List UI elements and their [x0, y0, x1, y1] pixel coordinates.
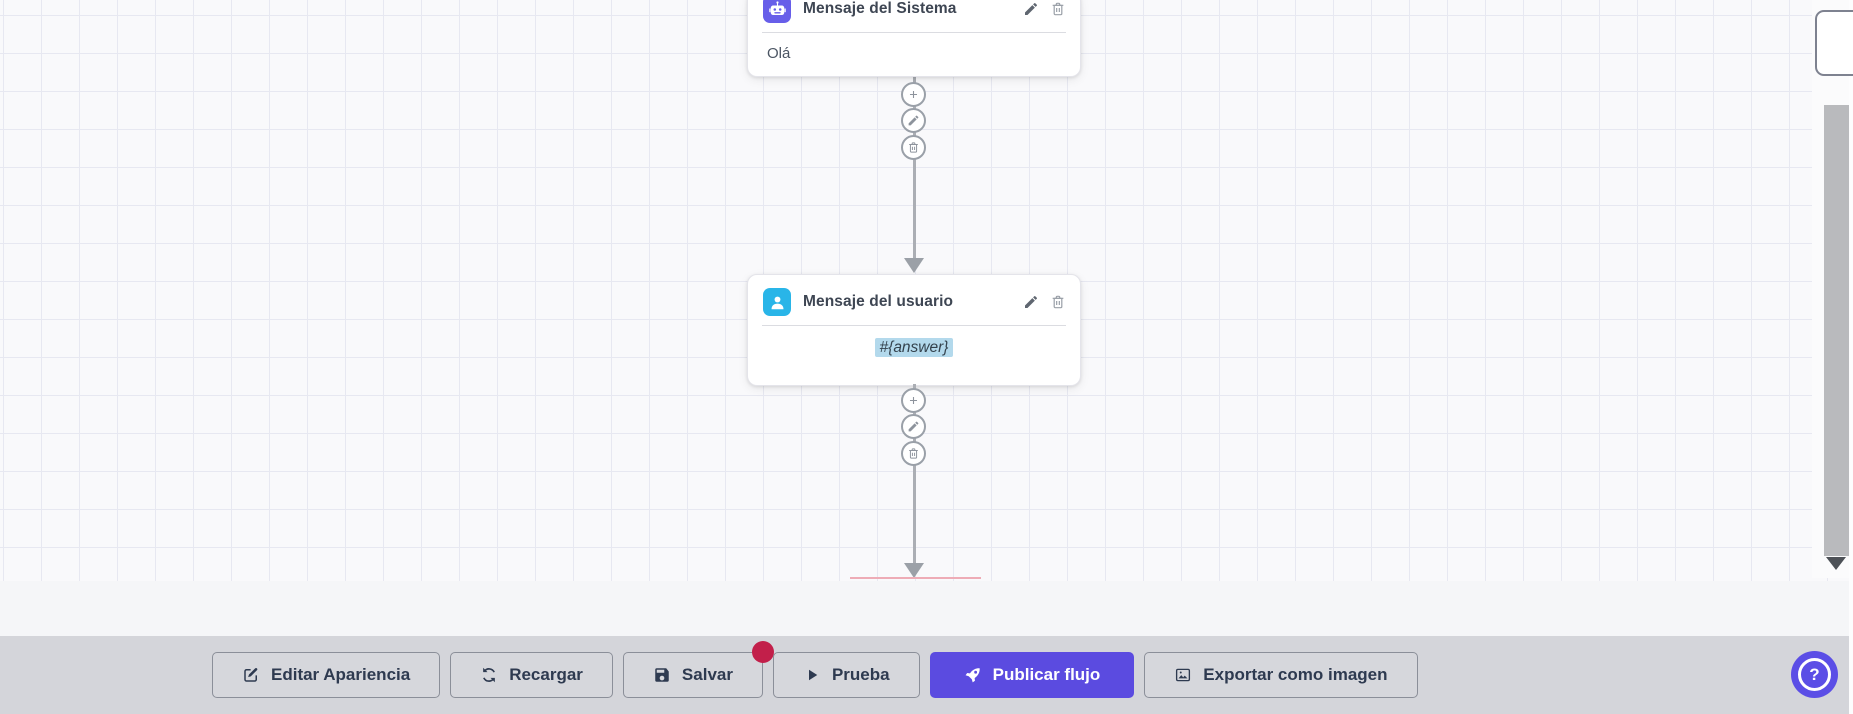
pencil-icon[interactable]: [901, 414, 926, 439]
button-label: Recargar: [509, 665, 583, 684]
refresh-icon: [480, 666, 498, 684]
right-edge-strip: [1849, 0, 1853, 714]
down-arrow-icon[interactable]: [1826, 557, 1846, 570]
bottom-toolbar: Editar Apariencia Recargar: [0, 636, 1853, 714]
question-mark-icon: ?: [1798, 658, 1831, 691]
edit-appearance-button[interactable]: Editar Apariencia: [212, 652, 441, 698]
node-title: Mensaje del Sistema: [803, 0, 957, 17]
button-label: Exportar como imagen: [1203, 665, 1388, 684]
top-right-panel: [1815, 10, 1853, 76]
variable-token[interactable]: #{answer}: [874, 338, 954, 357]
connector-line: [913, 76, 916, 260]
node-user-message[interactable]: Mensaje del usuario #{answer}: [747, 274, 1081, 386]
button-label: Prueba: [831, 665, 890, 684]
canvas-bottom-band: [0, 581, 1853, 636]
rocket-icon: [964, 666, 982, 684]
scrollbar-thumb[interactable]: [1824, 105, 1850, 556]
node-content: Olá: [767, 45, 791, 62]
connector-line: [913, 384, 916, 565]
publish-flow-button[interactable]: Publicar flujo: [929, 652, 1135, 698]
button-label: Publicar flujo: [992, 665, 1101, 684]
button-label: Salvar: [681, 665, 733, 684]
node-divider: [762, 325, 1066, 326]
trash-icon[interactable]: [901, 441, 926, 466]
pencil-icon[interactable]: [901, 108, 926, 133]
robot-icon: [763, 0, 791, 23]
next-node-edge: [850, 577, 981, 579]
save-icon: [653, 666, 671, 684]
plus-icon[interactable]: [901, 82, 926, 107]
export-image-button[interactable]: Exportar como imagen: [1144, 652, 1418, 698]
save-button[interactable]: Salvar: [622, 652, 763, 698]
node-system-message[interactable]: Mensaje del Sistema Olá: [747, 0, 1081, 77]
unsaved-changes-badge: [751, 641, 774, 663]
trash-icon[interactable]: [901, 135, 926, 160]
question-glyph: ?: [1809, 665, 1820, 684]
node-actions: [1023, 294, 1066, 310]
connector-arrowhead: [904, 258, 924, 273]
test-button[interactable]: Prueba: [772, 652, 920, 698]
node-divider: [762, 32, 1066, 33]
button-label: Editar Apariencia: [271, 665, 411, 684]
node-header: Mensaje del usuario: [748, 275, 1080, 316]
image-icon: [1174, 666, 1192, 684]
flow-canvas[interactable]: Mensaje del Sistema Olá: [0, 0, 1853, 581]
connector-arrowhead: [904, 563, 924, 578]
node-content: #{answer}: [748, 326, 1080, 357]
node-actions: [1023, 1, 1066, 17]
pencil-icon[interactable]: [1023, 1, 1039, 17]
trash-icon[interactable]: [1050, 294, 1066, 310]
pencil-icon[interactable]: [1023, 294, 1039, 310]
node-title: Mensaje del usuario: [803, 293, 954, 310]
reload-button[interactable]: Recargar: [450, 652, 613, 698]
plus-icon[interactable]: [901, 388, 926, 413]
play-icon: [803, 666, 821, 684]
edit-square-icon: [242, 666, 260, 684]
node-header: Mensaje del Sistema: [748, 0, 1080, 23]
help-button[interactable]: ?: [1791, 651, 1838, 698]
trash-icon[interactable]: [1050, 1, 1066, 17]
user-icon: [763, 288, 791, 316]
toolbar-buttons: Editar Apariencia Recargar: [212, 641, 1418, 698]
